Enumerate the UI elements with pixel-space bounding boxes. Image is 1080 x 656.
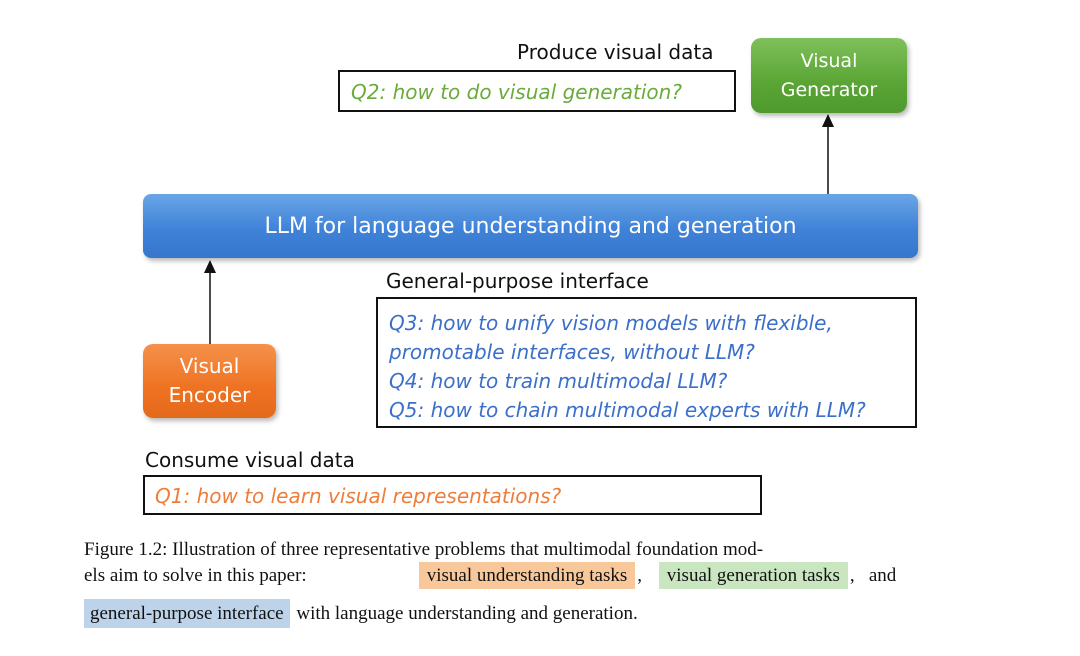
llm-to-generator-arrowhead [822, 114, 834, 127]
highlight-general-purpose-interface: general-purpose interface [84, 599, 290, 628]
caption-separator-2: , and [849, 565, 897, 586]
highlight-visual-understanding: visual understanding tasks [418, 562, 636, 589]
diagram: Produce visual data Q2: how to do visual… [143, 38, 918, 515]
figure-caption-line1: Figure 1.2: Illustration of three repres… [84, 540, 763, 559]
caption-separator-1: , [637, 565, 643, 586]
figure-caption-line3: general-purpose interface with language … [84, 599, 638, 628]
encoder-to-llm-arrowhead [204, 260, 216, 273]
q1-box: Q1: how to learn visual representations? [143, 475, 762, 515]
arrows [204, 114, 834, 344]
consume-visual-data-heading: Consume visual data [145, 448, 355, 472]
interface-questions-box: Q3: how to unify vision models with flex… [376, 297, 917, 428]
visual-generator-line1: Visual [800, 49, 858, 72]
highlight-visual-generation: visual generation tasks [658, 562, 848, 589]
visual-generator-line2: Generator [780, 78, 878, 101]
llm-label: LLM for language understanding and gener… [264, 213, 797, 239]
q4-text: Q4: how to train multimodal LLM? [389, 369, 728, 393]
visual-encoder-line2: Encoder [168, 383, 251, 407]
q3-text-line2: promotable interfaces, without LLM? [389, 340, 755, 364]
caption-line1-text: Figure 1.2: Illustration of three repres… [84, 539, 764, 560]
q2-text: Q2: how to do visual generation? [351, 80, 682, 104]
produce-visual-data-heading: Produce visual data [517, 40, 714, 64]
llm-block: LLM for language understanding and gener… [143, 194, 918, 258]
q1-text: Q1: how to learn visual representations? [155, 484, 562, 508]
visual-generator-block: Visual Generator [751, 38, 907, 113]
figure-caption-line2: els aim to solve in this paper: visual u… [84, 562, 897, 596]
general-purpose-interface-heading: General-purpose interface [386, 269, 649, 293]
q5-text: Q5: how to chain multimodal experts with… [389, 398, 866, 422]
q2-box: Q2: how to do visual generation? [338, 70, 736, 112]
q3-text-line1: Q3: how to unify vision models with flex… [389, 311, 833, 335]
caption-line3-suffix: with language understanding and generati… [296, 603, 638, 624]
visual-encoder-line1: Visual [179, 354, 240, 378]
caption-line2-prefix: els aim to solve in this paper: [84, 565, 307, 586]
visual-encoder-block: Visual Encoder [143, 344, 276, 418]
